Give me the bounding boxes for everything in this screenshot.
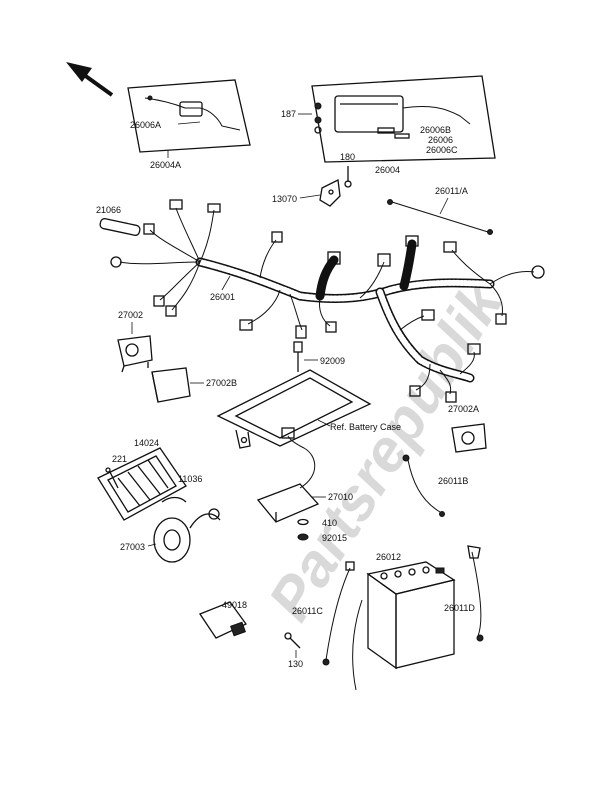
part-26011d-cable [467,545,484,642]
part-27003-horn [153,508,221,563]
label-21066: 21066 [96,205,121,215]
label-26006c: 26006C [426,145,458,155]
part-21066-fuse [99,218,141,236]
label-27003: 27003 [120,542,145,552]
label-26006: 26006 [428,135,453,145]
battery-case-tray [216,369,372,449]
part-27010-module [256,427,320,523]
label-49018: 49018 [222,600,247,610]
label-27002a: 27002A [448,404,479,414]
label-26011a: 26011/A [435,186,468,196]
part-49018-relay [199,601,247,639]
part-26011c-cable [322,561,363,691]
label-180: 180 [340,152,355,162]
label-26011d: 26011D [444,603,475,613]
part-13070-bracket [319,179,341,207]
label-26011c: 26011C [292,606,323,616]
label-14024: 14024 [134,438,159,448]
part-221-screw [105,467,119,489]
label-221: 221 [112,454,127,464]
part-180-screw [344,166,352,188]
watermark: Partsrepublik [255,269,516,632]
label-27002: 27002 [118,310,143,320]
label-130: 130 [288,659,303,669]
label-26004: 26004 [375,165,400,175]
label-92015: 92015 [322,533,347,543]
part-14024-cover [97,447,187,521]
part-92015-nut [297,533,309,541]
label-26006b: 26006B [420,125,451,135]
part-26004a-group [127,79,251,153]
label-11036: 11036 [178,474,202,484]
part-27002-relay [117,335,153,373]
label-26004a: 26004A [150,160,181,170]
part-26011b-lead [402,454,445,517]
label-92009: 92009 [320,356,345,366]
part-26012-battery [366,561,456,670]
label-26012: 26012 [376,552,401,562]
label-13070: 13070 [272,194,297,204]
label-26011b: 26011B [438,476,468,486]
front-direction-arrow-icon [66,62,114,97]
label-ref-battery-case: Ref. Battery Case [330,422,401,432]
label-410: 410 [322,518,337,528]
part-92009-bolt [293,341,303,372]
label-26001: 26001 [210,292,235,302]
label-187: 187 [281,109,296,119]
part-410-washer [297,518,309,526]
label-27002b: 27002B [206,378,237,388]
part-26004-group [311,75,496,163]
part-27002a-relay [451,423,487,453]
part-130-bolt [284,632,301,649]
label-27010: 27010 [328,492,353,502]
part-11036-gasket [161,496,187,503]
part-26001-main-harness [110,199,545,403]
label-26006a: 26006A [130,120,161,130]
part-26011a-lead [387,199,493,235]
part-27002b-relay [151,367,191,403]
